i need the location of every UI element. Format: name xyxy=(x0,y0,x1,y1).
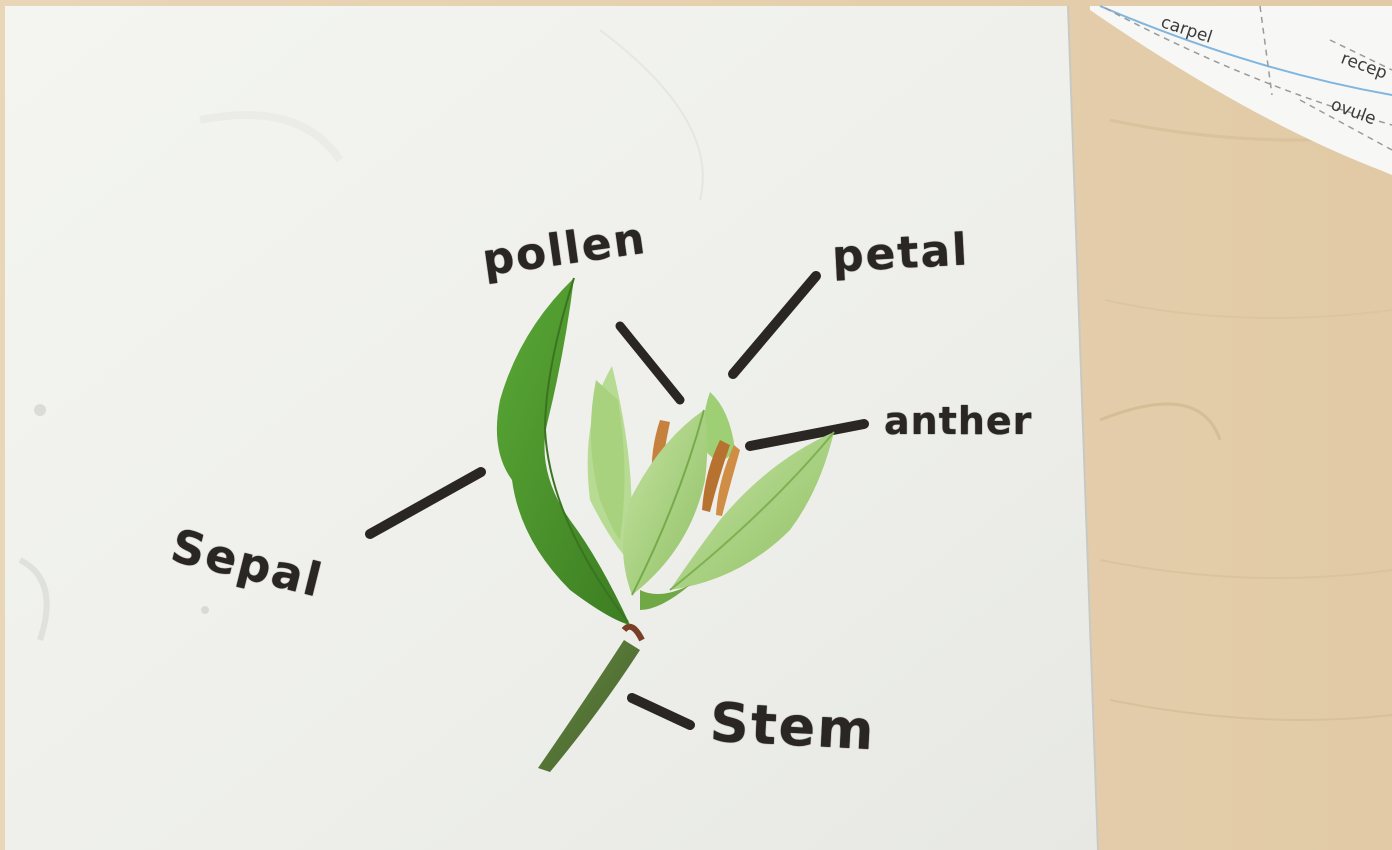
label-anther: anther xyxy=(884,402,1032,440)
label-petal: petal xyxy=(831,228,970,279)
label-stem: Stem xyxy=(709,696,877,759)
